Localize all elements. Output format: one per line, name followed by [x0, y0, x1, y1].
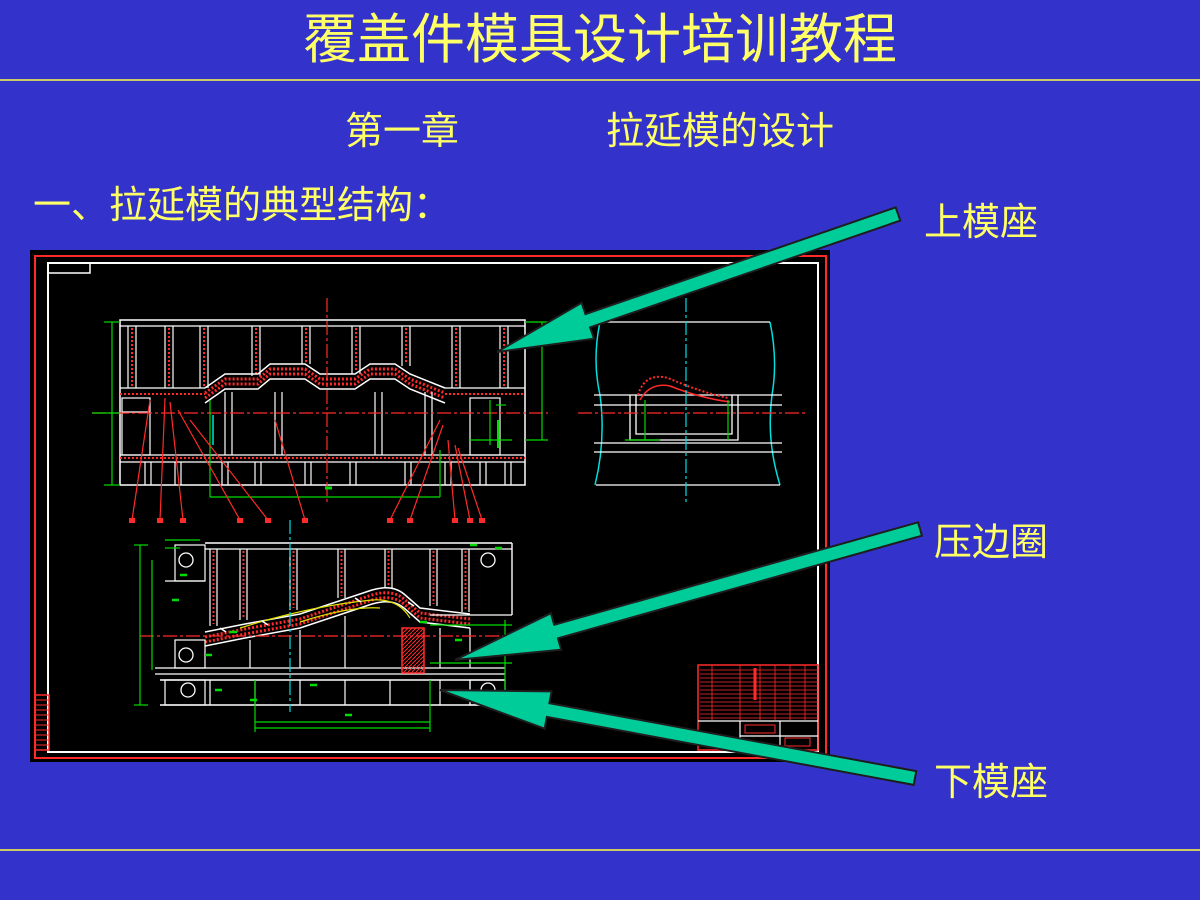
- punch-profile: [299, 607, 381, 623]
- part-leader-marker: [237, 518, 243, 523]
- blank-holder-surface-hatch: [204, 591, 471, 639]
- part-leader-marker: [387, 518, 393, 523]
- part-leader-line: [131, 399, 151, 521]
- guide-hole: [180, 682, 196, 698]
- drawing-corner-tag: [47, 262, 91, 274]
- drawing-detail: [219, 627, 227, 633]
- drawing-detail: [407, 601, 415, 607]
- drawing-detail: [261, 620, 269, 626]
- part-leader-marker: [452, 518, 458, 523]
- part-leader-line: [454, 444, 471, 521]
- side-view-surface: [639, 384, 731, 403]
- hatched-section-block: [401, 627, 425, 674]
- upper-die-left-guide: [121, 397, 151, 456]
- part-leader-marker: [265, 518, 271, 523]
- callout-arrows: [439, 206, 924, 787]
- arrow-to-lower-die-seat: [439, 689, 918, 787]
- part-leader-marker: [302, 518, 308, 523]
- part-leader-marker: [467, 518, 473, 523]
- callout-label-blank-holder: 压边圈: [934, 520, 1049, 564]
- footer-rule: [0, 849, 1200, 851]
- part-leader-line: [169, 401, 184, 521]
- drawing-outer-frame: [34, 255, 827, 759]
- upper-die-side-view: [578, 298, 805, 505]
- side-view-pocket: [635, 395, 733, 435]
- arrow-to-upper-die-seat: [496, 206, 902, 353]
- guide-hole: [480, 552, 496, 568]
- part-leader-marker: [180, 518, 186, 523]
- side-view-pocket: [629, 395, 739, 441]
- blank-holder-surface-bottom: [204, 601, 471, 647]
- punch-profile: [239, 599, 411, 629]
- drawing-sheet-background: [30, 250, 830, 762]
- chapter-number: 第一章: [345, 109, 460, 153]
- upper-die-right-guide: [469, 397, 501, 456]
- chapter-title: 拉延模的设计: [606, 109, 835, 153]
- part-leader-line: [409, 424, 444, 521]
- part-leader-line: [159, 397, 166, 521]
- upper-die-front-view: [92, 298, 548, 523]
- upper-die-surface-top: [204, 363, 446, 389]
- callout-label-lower-die-seat: 下模座: [934, 760, 1049, 804]
- part-leader-marker: [407, 518, 413, 523]
- callout-label-upper-die-seat: 上模座: [924, 200, 1039, 244]
- upper-die-surface-bottom: [204, 378, 446, 404]
- revision-stack-frame: [34, 694, 50, 751]
- section-heading: 一、拉延模的典型结构：: [33, 183, 452, 227]
- guide-hole: [178, 647, 194, 663]
- guide-hole: [178, 552, 194, 568]
- title-block-cell: [744, 724, 776, 734]
- arrow-to-blank-holder: [454, 521, 924, 661]
- part-leader-line: [447, 439, 456, 521]
- part-leader-marker: [157, 518, 163, 523]
- lower-die-foot: [164, 679, 206, 706]
- blank-holder-surface-hatch: [204, 596, 471, 644]
- upper-die-outline: [119, 319, 526, 486]
- drawing-inner-frame: [47, 262, 819, 753]
- slide-title: 覆盖件模具设计培训教程: [303, 8, 897, 71]
- part-leader-marker: [479, 518, 485, 523]
- drawing-revision-stack: [34, 694, 50, 751]
- title-rule: [0, 79, 1200, 81]
- blank-holder-surface-top: [204, 587, 471, 633]
- part-leader-marker: [129, 518, 135, 523]
- part-leader-line: [274, 419, 306, 521]
- part-leader-line: [189, 419, 269, 521]
- drawing-detail: [354, 597, 362, 603]
- title-block-cell: [784, 737, 811, 747]
- side-view-surface: [637, 375, 729, 399]
- part-leader-line: [177, 409, 241, 521]
- cad-drawing-sheet: [30, 250, 830, 762]
- part-leader-line: [457, 447, 483, 521]
- part-leader-line: [389, 419, 441, 521]
